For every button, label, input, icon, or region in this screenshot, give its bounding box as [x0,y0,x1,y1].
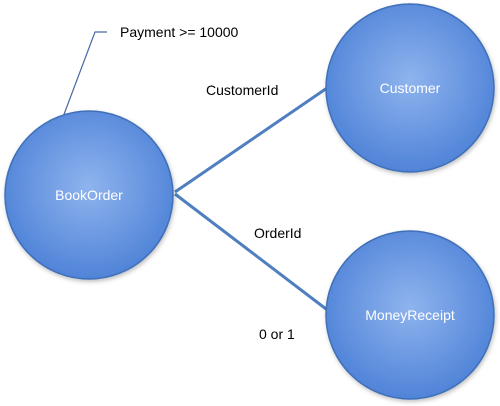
edge-bookorder-customer [174,84,331,194]
edge-label-customerid: CustomerId [206,82,278,98]
edge-bookorder-moneyreceipt [174,192,331,314]
node-bookorder[interactable]: BookOrder [4,110,174,280]
cardinality-label: 0 or 1 [259,326,295,342]
annotation-constraint: Payment >= 10000 [120,24,239,40]
node-customer-circle [325,3,495,173]
node-moneyreceipt[interactable]: MoneyReceipt [325,230,495,400]
node-moneyreceipt-circle [325,230,495,400]
annotation-callout-line [62,31,107,118]
node-customer[interactable]: Customer [325,3,495,173]
edge-label-orderid: OrderId [254,225,301,241]
node-customer-label: Customer [380,80,441,96]
node-moneyreceipt-label: MoneyReceipt [365,307,455,323]
node-bookorder-circle [4,110,174,280]
node-bookorder-label: BookOrder [55,187,123,203]
